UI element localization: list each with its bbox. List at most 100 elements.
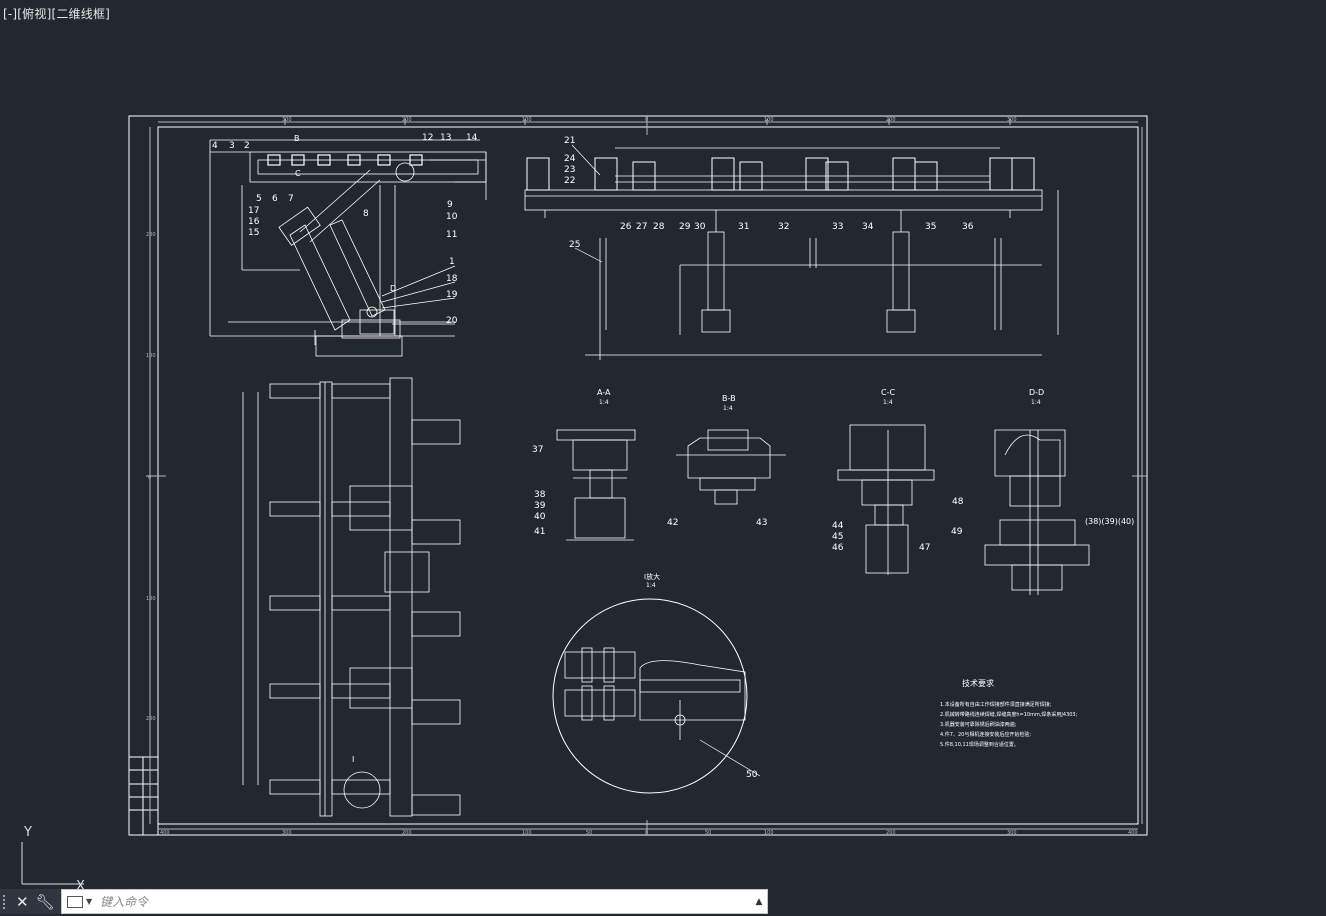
part-number: 10 xyxy=(446,212,458,222)
ruler-bottom-label: 300 xyxy=(1007,830,1017,836)
part-number: 40 xyxy=(534,512,546,522)
section-title: B-B xyxy=(722,394,736,403)
ruler-top-label: 300 xyxy=(282,117,292,123)
ruler-bottom-label: 100 xyxy=(764,830,774,836)
visual-style-menu[interactable]: [二维线框] xyxy=(51,7,111,21)
part-number: 22 xyxy=(564,176,575,186)
ruler-top-label: 200 xyxy=(886,117,896,123)
part-number: 9 xyxy=(447,200,453,210)
ucs-icon: Y X xyxy=(21,825,85,892)
command-input-wrapper[interactable]: ▼ ▲ xyxy=(61,889,768,914)
section-title: A-A xyxy=(597,388,611,397)
part-number: 38 xyxy=(534,490,546,500)
part-number: 27 xyxy=(636,222,647,232)
part-number: 30 xyxy=(694,222,706,232)
viewport-menu[interactable]: [-] xyxy=(3,7,18,21)
ruler-top-label: 100 xyxy=(522,117,532,123)
part-number: 8 xyxy=(363,209,369,219)
part-number: 7 xyxy=(288,194,294,204)
ruler-left-label: 200 xyxy=(146,232,156,238)
command-line[interactable]: ✕ 🔧︎ ▼ ▲ xyxy=(0,889,768,914)
part-number: 31 xyxy=(738,222,749,232)
title-block-left xyxy=(128,756,159,836)
part-number: 44 xyxy=(832,521,844,531)
tech-note: 3.机器安装可靠除锈后刷油漆两遍; xyxy=(940,721,1017,728)
ruler-bottom-label: 300 xyxy=(282,830,292,836)
ruler-bottom-label: 50 xyxy=(705,830,711,836)
grip-handle-icon[interactable] xyxy=(3,894,9,909)
part-number: 29 xyxy=(679,222,691,232)
command-line-controls: ✕ 🔧︎ xyxy=(0,889,61,914)
tech-note: 5.件8,10,11现场调整到合适位置。 xyxy=(940,741,1019,748)
ruler-bottom-label: 100 xyxy=(522,830,532,836)
ruler-bottom-label: 400 xyxy=(1128,830,1138,836)
part-number: 18 xyxy=(446,274,458,284)
part-number: 15 xyxy=(248,228,259,238)
section-c-c xyxy=(837,424,935,575)
ruler-left-label: 0 xyxy=(148,475,151,481)
tech-note: 4.件7、20与相机连接安装后应开始检验; xyxy=(940,731,1031,738)
part-number: 13 xyxy=(440,133,451,143)
part-number: 50 xyxy=(746,770,758,780)
ruler-left-label: 100 xyxy=(146,353,156,359)
part-number: 6 xyxy=(272,194,278,204)
ruler-bottom-label: 0 xyxy=(645,830,648,836)
part-number: 28 xyxy=(653,222,665,232)
part-number: 34 xyxy=(862,222,874,232)
part-number: 19 xyxy=(446,290,458,300)
section-scale: 1:4 xyxy=(1031,399,1041,406)
part-number: 26 xyxy=(620,222,632,232)
ruler-top-label: 100 xyxy=(764,117,774,123)
ruler-bottom-label: 200 xyxy=(402,830,412,836)
section-scale: 1:4 xyxy=(723,405,733,412)
part-number: 33 xyxy=(832,222,843,232)
view-menu[interactable]: [俯视] xyxy=(17,7,52,21)
section-scale: 1:4 xyxy=(883,399,893,406)
tech-requirements-title: 技术要求 xyxy=(962,678,994,688)
chevron-up-icon[interactable]: ▲ xyxy=(755,896,763,907)
section-a-a xyxy=(556,429,636,541)
part-number: 16 xyxy=(248,217,260,227)
ruler-top-label: 0 xyxy=(645,117,648,123)
part-number: 21 xyxy=(564,136,575,146)
wrench-icon[interactable]: 🔧︎ xyxy=(35,892,55,911)
ruler-top-label: 200 xyxy=(402,117,412,123)
ruler-left-label: 100 xyxy=(146,596,156,602)
plan-view-bottom-left xyxy=(242,377,461,817)
part-number: 47 xyxy=(919,543,930,553)
close-icon[interactable]: ✕ xyxy=(16,892,29,911)
view-label: C xyxy=(295,169,301,178)
command-input[interactable] xyxy=(98,890,751,913)
ucs-x-label: X xyxy=(76,879,85,892)
view-label: B xyxy=(294,134,300,143)
detail-view-i xyxy=(552,598,748,794)
assembly-view-top-left xyxy=(209,139,487,357)
part-number: 14 xyxy=(466,133,478,143)
part-number: 5 xyxy=(256,194,262,204)
part-number: 25 xyxy=(569,240,580,250)
part-number: 11 xyxy=(446,230,457,240)
ruler-bottom-label: 50 xyxy=(586,830,592,836)
tech-note: 1.本设备所有自由工作焊接部件须直接满足所焊接; xyxy=(940,701,1052,708)
command-prompt-icon[interactable] xyxy=(67,895,83,908)
section-title: D-D xyxy=(1029,388,1044,397)
part-number: 20 xyxy=(446,316,458,326)
part-number: 17 xyxy=(248,206,259,216)
tech-note: 2.机械转带路线连续焊缝,焊缝高度h=10mm,焊条采用J4303; xyxy=(940,711,1078,718)
part-number: 32 xyxy=(778,222,789,232)
viewport-controls[interactable]: [-][俯视][二维线框] xyxy=(3,5,110,22)
part-number: 2 xyxy=(244,141,250,151)
section-scale: 1:4 xyxy=(599,399,609,406)
part-number: 46 xyxy=(832,543,844,553)
view-label: D xyxy=(390,284,396,293)
section-b-b xyxy=(676,429,786,505)
part-number: 43 xyxy=(756,518,767,528)
part-number: 49 xyxy=(951,527,963,537)
section-d-d xyxy=(984,429,1090,595)
part-number: 48 xyxy=(952,497,964,507)
section-title: C-C xyxy=(881,388,895,397)
part-number: 3 xyxy=(229,141,235,151)
chevron-down-icon[interactable]: ▼ xyxy=(86,897,93,906)
part-number: 12 xyxy=(422,133,433,143)
